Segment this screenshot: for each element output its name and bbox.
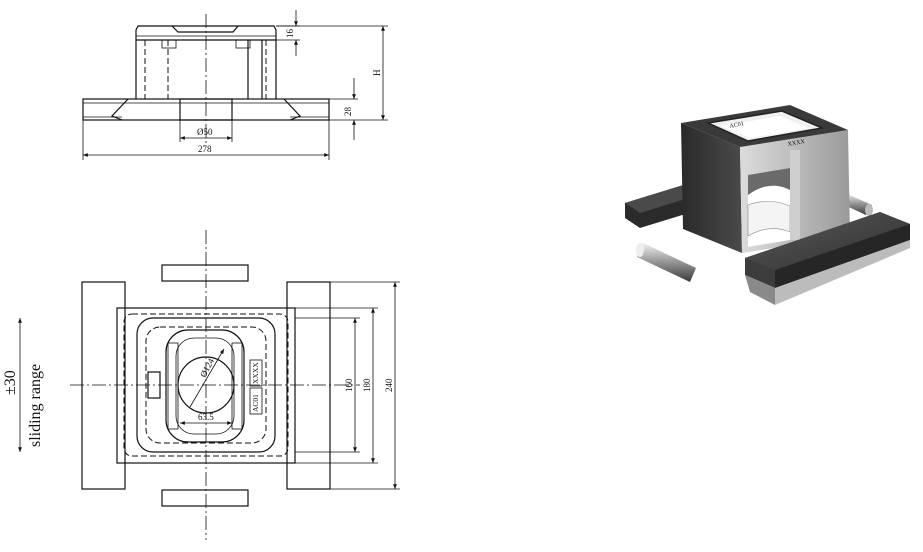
pin-left: [636, 243, 696, 282]
bearing-3d-render: AC01 XXXX: [625, 105, 910, 305]
sliding-range-annotation: ±30 sliding range: [2, 318, 44, 452]
marking-ac01: AC01: [251, 394, 260, 412]
dim-hole-diameter: Ø124: [198, 356, 216, 379]
sliding-range-label: sliding range: [27, 364, 44, 447]
dim-160: 160: [344, 378, 354, 392]
guide-block-top: [161, 264, 249, 282]
plan-view: Ø124 63.5 AC01 XXXX 160 180 240: [70, 230, 400, 540]
side-plate-right: [286, 281, 331, 490]
dim-pin-diameter: Ø50: [197, 127, 213, 137]
dim-base-height: 28: [343, 107, 353, 117]
side-plate-left: [81, 281, 126, 490]
dim-cap-height: 16: [285, 29, 295, 39]
sliding-amount: ±30: [2, 370, 19, 395]
render-marking-1: AC01: [729, 121, 744, 130]
dim-total-height: H: [372, 69, 382, 76]
front-elevation-view: Ø50 278 16 H 28: [82, 10, 388, 160]
dim-180: 180: [362, 378, 372, 392]
render-marking-2: XXXX: [787, 139, 806, 148]
dim-base-width: 278: [198, 144, 212, 154]
marking-xxxx: XXXX: [251, 362, 260, 384]
guide-block-bottom: [161, 489, 249, 507]
dim-240: 240: [384, 378, 394, 392]
